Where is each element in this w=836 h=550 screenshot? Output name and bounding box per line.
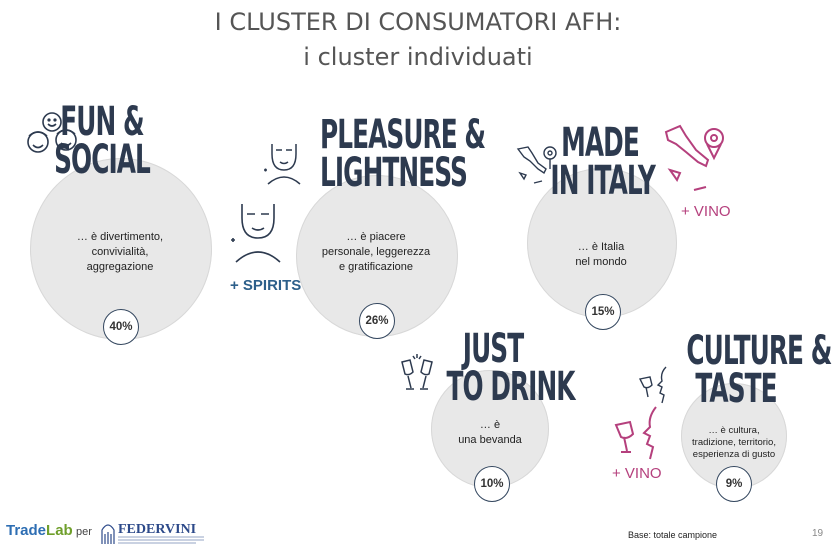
heading-line: SOCIAL xyxy=(54,137,151,183)
per-label: per xyxy=(76,526,92,538)
relaxed-face-icon xyxy=(264,144,301,185)
cluster-circle xyxy=(527,168,677,318)
desc-line: … è divertimento, xyxy=(76,231,164,243)
heading-line: LIGHTNESS xyxy=(320,150,468,196)
page-number: 19 xyxy=(812,528,824,539)
cluster-heading: JUST TO DRINK xyxy=(446,326,576,410)
desc-line: tradizione, territorio, xyxy=(692,437,776,448)
logo-part: Lab xyxy=(46,522,73,539)
desc-line: … è cultura, xyxy=(708,425,760,436)
desc-line: esperienza di gusto xyxy=(692,449,776,460)
plus-vino-label: + VINO xyxy=(612,465,662,482)
cluster-percentage: 40% xyxy=(103,309,139,345)
slide-subtitle: i cluster individuati xyxy=(303,43,533,71)
heading-line: CULTURE & xyxy=(686,328,832,374)
heading-line: MADE xyxy=(561,120,640,166)
desc-line: convivialità, xyxy=(91,246,149,258)
italy-map-pin-icon xyxy=(664,124,724,191)
desc-line: nel mondo xyxy=(575,256,627,268)
heading-line: JUST xyxy=(462,326,524,372)
plus-spirits-label: + SPIRITS xyxy=(230,277,302,294)
desc-line: personale, leggerezza xyxy=(321,246,431,258)
cluster-percentage: 9% xyxy=(716,466,752,502)
cluster-description: … è una bevanda xyxy=(440,418,540,448)
cluster-description: … è Italia nel mondo xyxy=(555,240,647,270)
desc-line: una bevanda xyxy=(458,434,522,446)
cluster-percentage: 26% xyxy=(359,303,395,339)
cluster-percentage: 10% xyxy=(474,466,510,502)
desc-line: e gratificazione xyxy=(339,261,413,273)
desc-line: … è piacere xyxy=(346,231,406,243)
logo-part: Trade xyxy=(6,522,47,539)
cluster-heading: PLEASURE & LIGHTNESS xyxy=(320,112,486,196)
toast-glasses-icon xyxy=(401,354,433,390)
heading-line: TO DRINK xyxy=(446,364,576,410)
federvini-logo-text: FEDERVINI xyxy=(118,522,196,537)
tradelab-logo: TradeLab xyxy=(6,522,73,539)
italy-map-icon xyxy=(516,146,557,184)
federvini-logo: FEDERVINI xyxy=(101,522,204,544)
plus-vino-label: + VINO xyxy=(681,203,731,220)
heading-line: IN ITALY xyxy=(550,158,655,204)
cluster-heading: FUN & SOCIAL xyxy=(52,102,151,183)
wine-tasting-profile-icon xyxy=(614,406,657,460)
heading-line: TASTE xyxy=(695,366,777,412)
cluster-heading: MADE IN ITALY xyxy=(550,120,655,204)
cluster-description: … è cultura, tradizione, territorio, esp… xyxy=(683,425,785,461)
cluster-description: … è divertimento, convivialità, aggregaz… xyxy=(60,230,180,275)
desc-line: … è Italia xyxy=(577,241,625,253)
cluster-percentage: 15% xyxy=(585,294,621,330)
footer-base-note: Base: totale campione xyxy=(628,530,718,540)
people-faces-icon xyxy=(27,112,77,153)
wine-tasting-profile-icon xyxy=(638,366,667,404)
heading-line: PLEASURE & xyxy=(320,112,486,158)
slide-title: I CLUSTER DI CONSUMATORI AFH: xyxy=(214,8,622,36)
relaxed-face-icon xyxy=(231,204,281,263)
cluster-description: … è piacere personale, leggerezza e grat… xyxy=(305,230,447,275)
desc-line: aggregazione xyxy=(86,261,154,273)
desc-line: … è xyxy=(479,419,501,431)
cluster-heading: CULTURE & TASTE xyxy=(686,328,832,412)
